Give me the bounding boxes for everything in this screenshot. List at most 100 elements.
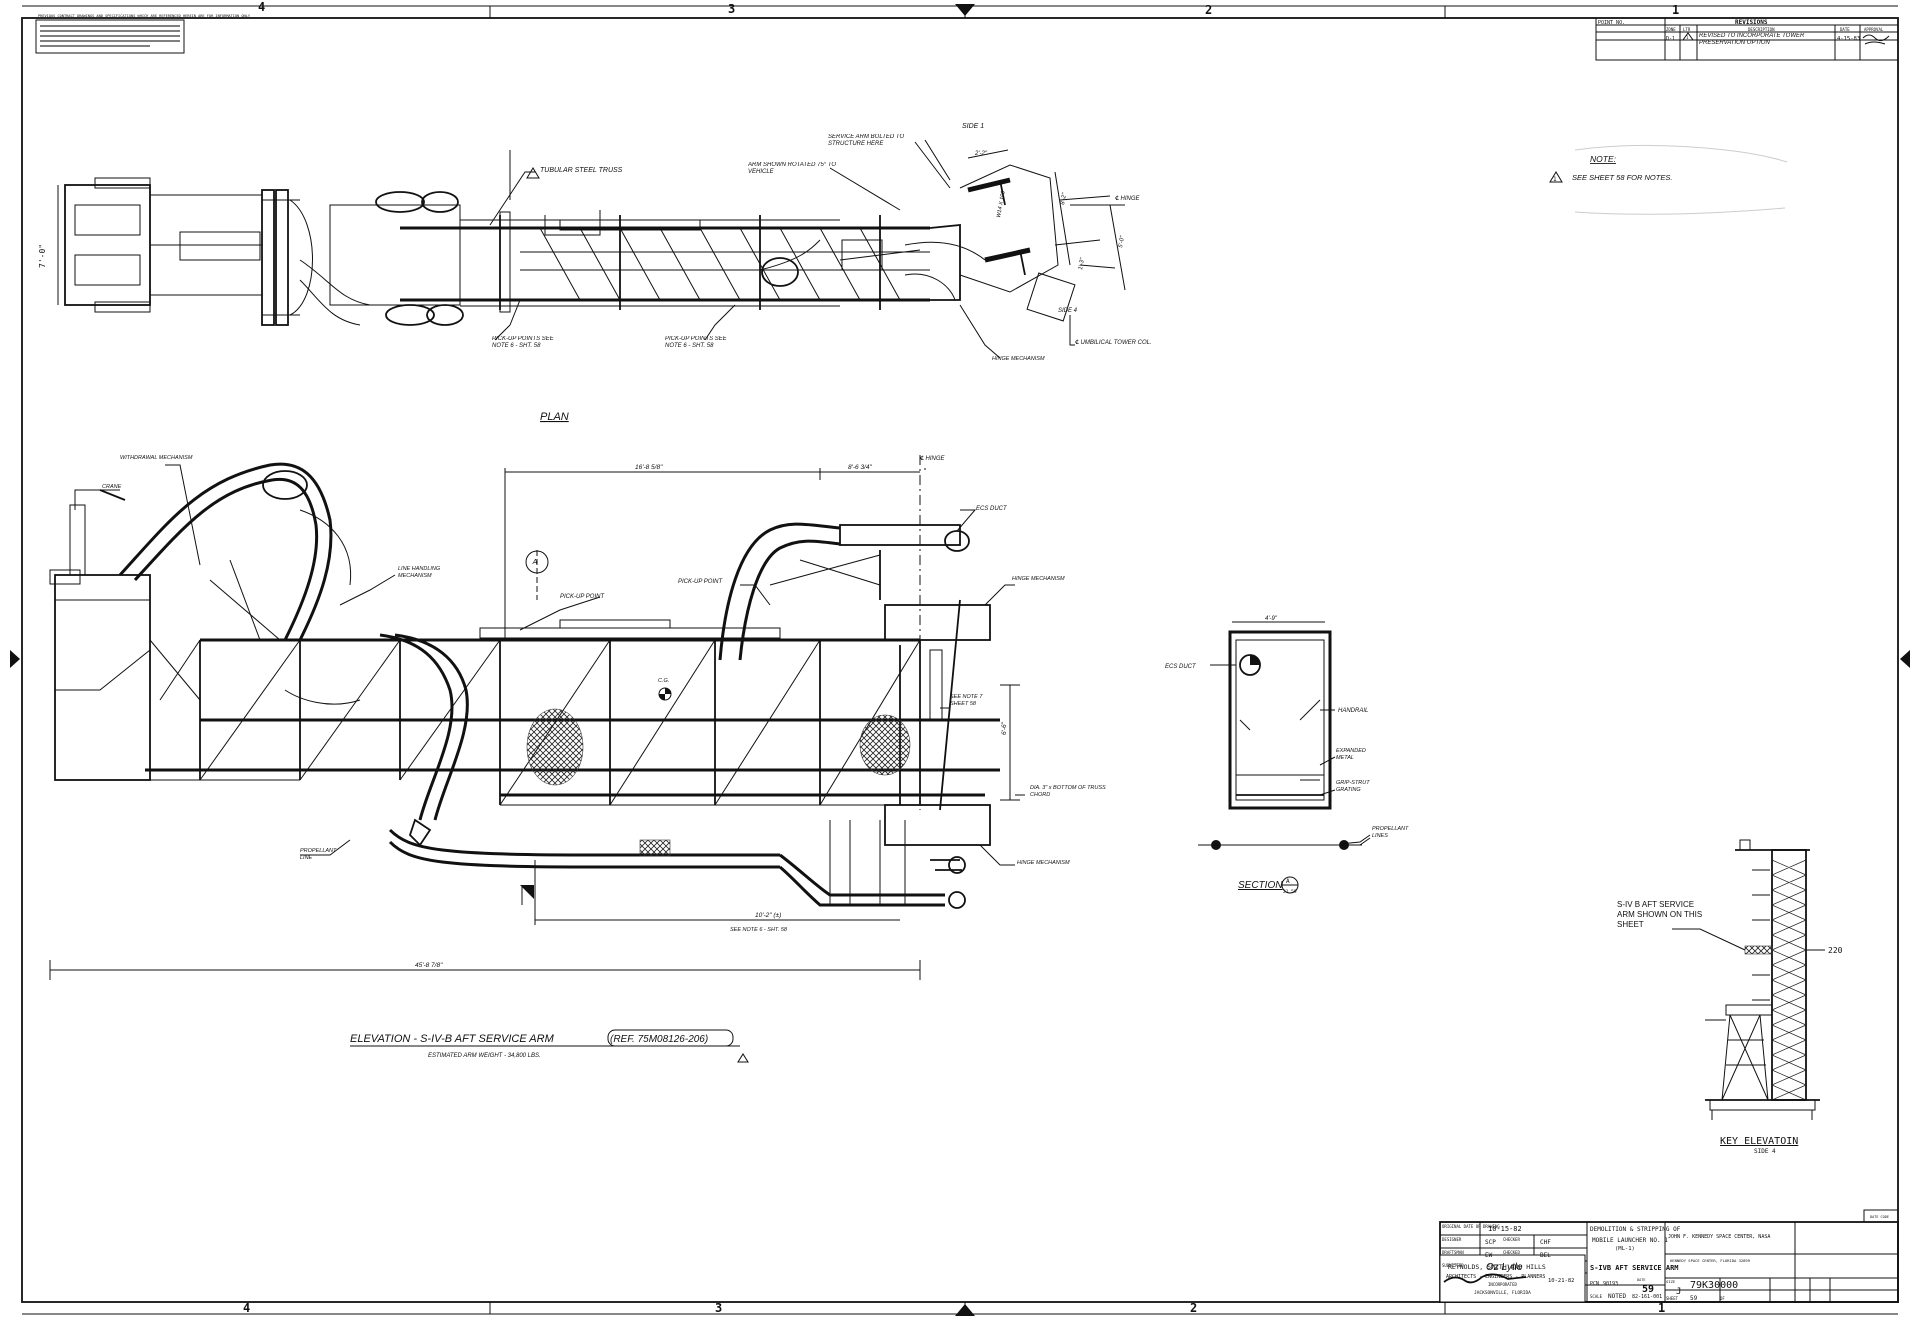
elevation-reference: (REF. 75M08126-206) bbox=[610, 1034, 708, 1045]
tb-drawing-number: 79K30000 bbox=[1690, 1280, 1738, 1291]
tb-project-line3: (ML-1) bbox=[1615, 1246, 1635, 1252]
note-title: NOTE: bbox=[1590, 154, 1617, 164]
elev-hinge-bottom-label: HINGE MECHANISM bbox=[1017, 860, 1070, 866]
tb-checker-label: CHECKER bbox=[1503, 1237, 1520, 1242]
plan-side-1-label: SIDE 1 bbox=[962, 123, 984, 130]
tb-reviewer: BEL bbox=[1540, 1252, 1551, 1259]
tb-sheet-number: 59 bbox=[1642, 1284, 1654, 1295]
general-note-text: PREVIOUS CONTRACT DRAWINGS AND SPECIFICA… bbox=[38, 14, 251, 18]
note-item-text: SEE SHEET 58 FOR NOTES. bbox=[1572, 173, 1672, 182]
plan-dim-c: 5'-0" bbox=[1118, 235, 1126, 249]
tb-original-date: 10-15-82 bbox=[1488, 1225, 1522, 1233]
elev-hinge-top-label: HINGE MECHANISM bbox=[1012, 576, 1065, 582]
revisions-header-date: DATE bbox=[1840, 27, 1850, 32]
revision-approval-initials bbox=[1862, 34, 1890, 45]
tb-contract: 82-161-001 bbox=[1632, 1294, 1662, 1300]
key-elevation-title: KEY ELEVATOIN bbox=[1720, 1136, 1798, 1147]
elev-pickup-point-2-label: PICK-UP POINT bbox=[678, 579, 723, 585]
section-propellant-label: PROPELLANT LINES bbox=[1372, 826, 1409, 839]
plan-service-arm-bolted-label: SERVICE ARM BOLTED TO STRUCTURE HERE bbox=[828, 134, 905, 147]
tb-project-line2: MOBILE LAUNCHER NO. 1 bbox=[1592, 1237, 1668, 1244]
plan-dim-b: 8'-2" bbox=[1060, 192, 1068, 206]
plan-side-4-label: SIDE 4 bbox=[1058, 308, 1078, 314]
elevation-delta-icon bbox=[737, 1053, 749, 1063]
revision-zone: D-1 bbox=[1666, 36, 1675, 42]
tb-designer: SCP bbox=[1485, 1239, 1496, 1246]
plan-delta-icon bbox=[526, 167, 540, 179]
elev-dim-top-b: 8'-6 3/4" bbox=[848, 464, 872, 471]
tb-approval-signature bbox=[1443, 1273, 1527, 1284]
section-title-marker: A bbox=[1286, 878, 1290, 885]
tb-sheet: 59 bbox=[1690, 1295, 1698, 1302]
tb-approved-date: 10-21-82 bbox=[1548, 1278, 1575, 1284]
section-width: 4'-9" bbox=[1265, 616, 1278, 622]
zone-top-3: 3 bbox=[728, 2, 735, 16]
plan-tubular-truss-label: TUBULAR STEEL TRUSS bbox=[540, 167, 623, 174]
elevation-section-marker: A bbox=[532, 559, 538, 566]
revision-ltr: 1 bbox=[1686, 35, 1689, 40]
plan-hinge-mechanism-label: HINGE MECHANISM bbox=[992, 356, 1045, 362]
elev-crane-label: CRANE bbox=[102, 484, 122, 490]
elev-see-note-label: SEE NOTE 7 SHEET 58 bbox=[950, 694, 983, 707]
tb-signature: Oz Lytle bbox=[1486, 1262, 1523, 1273]
tb-agency: JOHN F. KENNEDY SPACE CENTER, NASA bbox=[1668, 1234, 1770, 1240]
plan-hinge-cl-label: ℄ HINGE bbox=[1115, 195, 1141, 202]
zone-bottom-1: 1 bbox=[1658, 1301, 1665, 1315]
note-delta-icon bbox=[1549, 171, 1563, 183]
zone-bottom-4: 4 bbox=[243, 1301, 250, 1315]
note-revision-cloud bbox=[1574, 144, 1788, 215]
tb-firm-city: JACKSONVILLE, FLORIDA bbox=[1474, 1290, 1531, 1296]
revisions-point-label: POINT NO. bbox=[1598, 20, 1625, 26]
elev-withdrawal-label: WITHDRAWAL MECHANISM bbox=[120, 455, 193, 461]
tb-firm-inc: INCORPORATED bbox=[1488, 1282, 1517, 1287]
revision-delta-icon bbox=[1682, 32, 1694, 41]
section-handrail-label: HANDRAIL bbox=[1338, 708, 1368, 714]
zone-bottom-2: 2 bbox=[1190, 1301, 1197, 1315]
elev-dim-overall: 45'-8 7/8" bbox=[415, 962, 443, 969]
revision-description: REVISED TO INCORPORATE TOWER PRESERVATIO… bbox=[1699, 33, 1805, 46]
tb-pcn: 90193 bbox=[1603, 1281, 1618, 1287]
tb-size-label: SIZE bbox=[1666, 1279, 1676, 1284]
tb-scale: NOTED bbox=[1608, 1293, 1626, 1300]
plan-width-dimension: 7'-0" bbox=[38, 244, 47, 268]
tb-original-date-label: ORIGINAL DATE OF DRAWING bbox=[1442, 1224, 1500, 1229]
plan-beam-label: W14 X 100 bbox=[996, 190, 1007, 219]
sheet-border bbox=[10, 4, 1910, 1316]
tb-pcn-label: PCN bbox=[1590, 1281, 1599, 1287]
general-note-lines bbox=[40, 25, 180, 47]
zone-top-2: 2 bbox=[1205, 3, 1212, 17]
zone-top-4: 4 bbox=[258, 0, 265, 14]
revisions-header-ltr: LTR bbox=[1683, 27, 1691, 32]
tb-date-code-label: DATE CODE bbox=[1870, 1215, 1889, 1219]
tb-designer-label: DESIGNER bbox=[1442, 1237, 1462, 1242]
tb-drafter-label: DRAFTSMAN bbox=[1442, 1250, 1464, 1255]
tb-reviewer-label: CHECKED bbox=[1503, 1250, 1520, 1255]
note-item-marker: 1 bbox=[1553, 176, 1557, 183]
section-view bbox=[1198, 621, 1371, 894]
tb-checker: CHF bbox=[1540, 1239, 1551, 1246]
plan-title: PLAN bbox=[540, 411, 569, 423]
elev-dim-top-a: 16'-8 5/8" bbox=[635, 464, 663, 471]
tb-drafter: EW bbox=[1485, 1252, 1493, 1259]
elev-hinge-cl-label: ℄ HINGE bbox=[920, 455, 946, 462]
plan-pickup-points-2-label: PICK-UP POINTS SEE NOTE 6 - SHT. 58 bbox=[665, 336, 727, 349]
elev-line-handling-label: LINE HANDLING MECHANISM bbox=[398, 566, 441, 579]
elev-dim-bottom-note: SEE NOTE 6 - SHT. 58 bbox=[730, 927, 788, 933]
key-elevation-subtitle: SIDE 4 bbox=[1754, 1148, 1776, 1155]
elevation-weight: ESTIMATED ARM WEIGHT - 34,800 LBS. bbox=[428, 1053, 541, 1059]
section-ecs-duct-label: ECS DUCT bbox=[1165, 664, 1197, 670]
tb-sheet-title: S-IVB AFT SERVICE ARM bbox=[1590, 1264, 1679, 1272]
general-note-box bbox=[35, 19, 185, 54]
plan-dim-d: 1'-3" bbox=[1078, 257, 1086, 271]
elev-cg-label: C.G. bbox=[658, 678, 669, 684]
elev-dim-bottom: 10'-2" (±) bbox=[755, 912, 781, 919]
revisions-header-approval: APPROVAL bbox=[1864, 27, 1884, 32]
key-elevation-view bbox=[1672, 839, 1825, 1120]
zone-bottom-3: 3 bbox=[715, 1301, 722, 1315]
plan-arm-rotated-label: ARM SHOWN ROTATED 75° TO VEHICLE bbox=[748, 162, 837, 175]
tb-firm-name: REYNOLDS, SMITH AND HILLS bbox=[1448, 1263, 1546, 1271]
tb-date-label: DATE bbox=[1637, 1278, 1645, 1282]
key-elevation-level: 220 bbox=[1828, 946, 1843, 955]
key-elevation-callout: S-IV B AFT SERVICE ARM SHOWN ON THIS SHE… bbox=[1617, 900, 1703, 929]
revisions-title: REVISIONS bbox=[1735, 19, 1768, 26]
